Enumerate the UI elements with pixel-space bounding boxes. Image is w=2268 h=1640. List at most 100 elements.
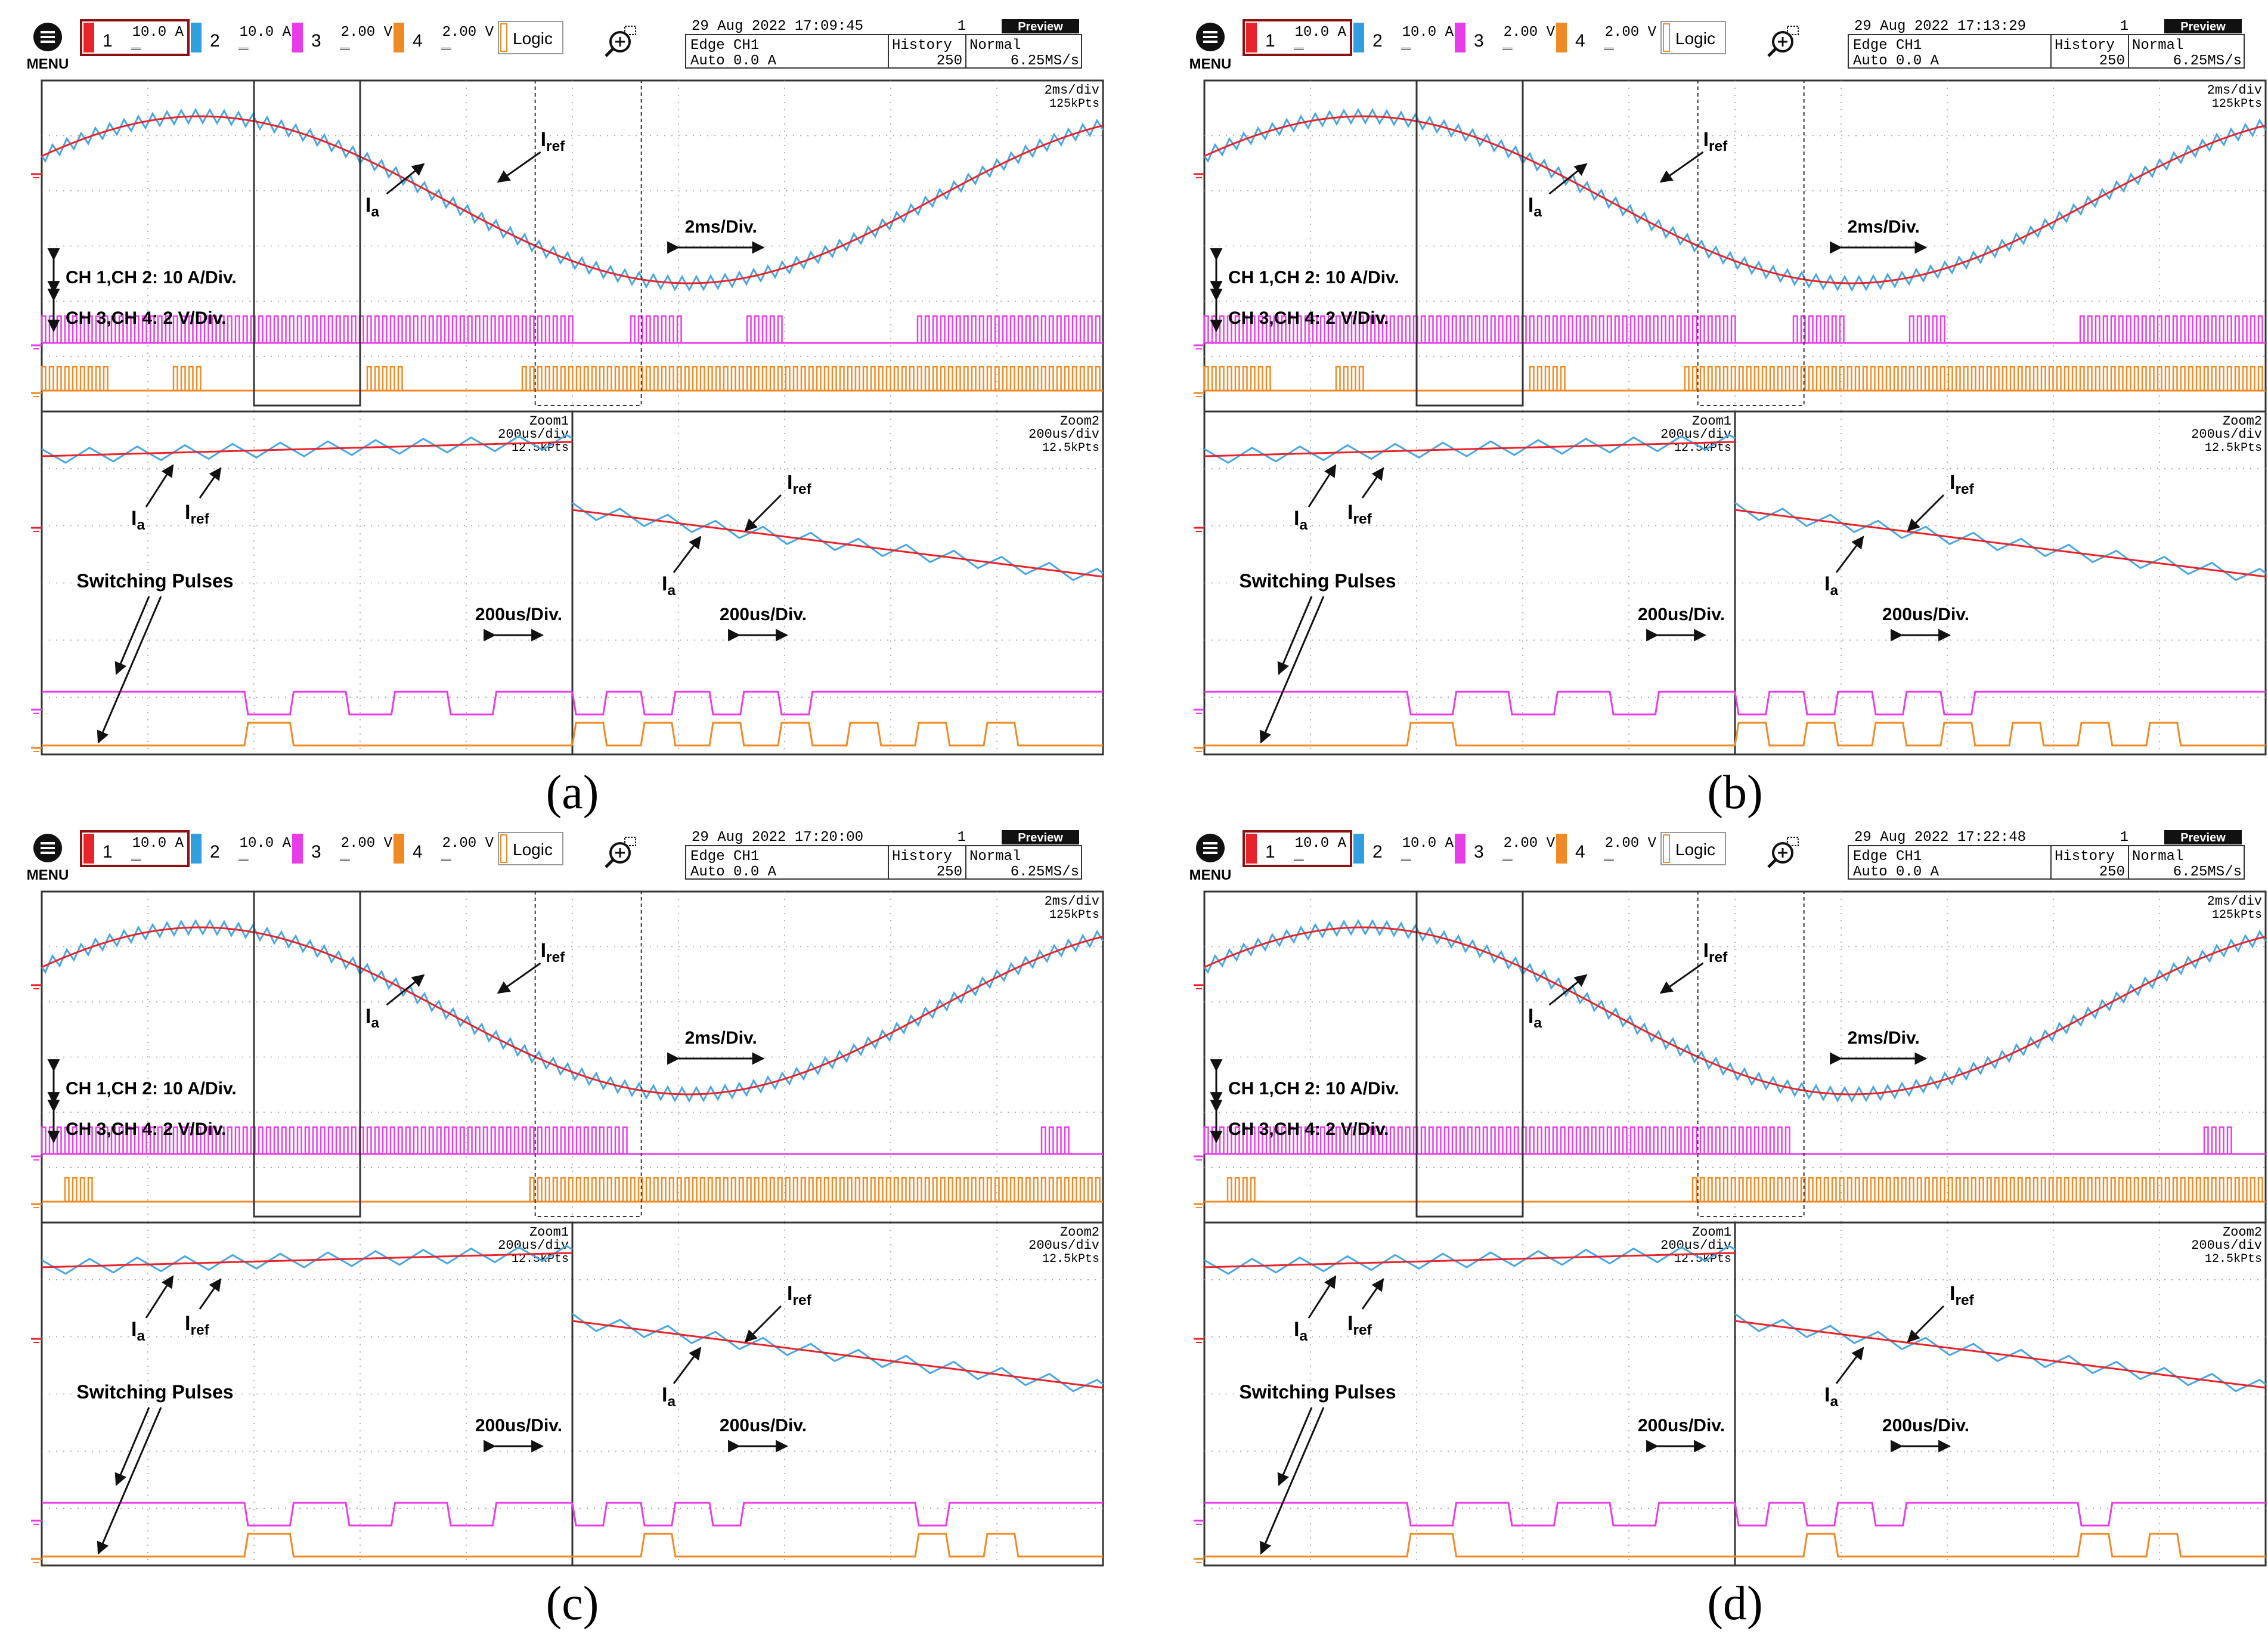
main-points: 125kPts [1049,97,1099,111]
label-ch12-scale: CH 1,CH 2: 10 A/Div. [66,268,237,287]
timestamp: 29 Aug 2022 17:13:29 [1854,18,2026,35]
series-iref-zoom [1204,1252,1736,1268]
zoom-icon[interactable] [1767,837,1799,868]
svg-text:══: ══ [1293,856,1304,865]
series-ch4-zoom [42,722,572,747]
zoom-label: Zoom2 [2223,414,2262,429]
zoom2-region[interactable] [534,80,642,406]
menu-button[interactable]: MENU [1189,23,1232,72]
label-ia-main: Ia [1528,1005,1542,1031]
zoom1-region[interactable] [253,890,361,1218]
label-iref-zoom1: Iref [185,1312,210,1338]
label-ia-zoom1: Ia [1294,507,1307,533]
logic-button[interactable]: Logic [1660,21,1726,54]
logic-label: Logic [513,840,553,859]
preview-badge: Preview [2164,830,2242,844]
zoom-label: Zoom2 [2223,1225,2262,1240]
channel-scale: 10.0 A [132,836,184,852]
label-ch34-scale: CH 3,CH 4: 2 V/Div. [66,308,227,328]
zoom2-region[interactable] [534,891,642,1217]
channel-scale: 2.00 V [1504,24,1556,41]
channel-number: 4 [413,842,423,862]
channel-scale: 10.0 A [132,24,184,41]
zoom-label: Zoom1 [1692,1225,1731,1240]
zoom1-region[interactable] [1415,890,1524,1218]
menu-button[interactable]: MENU [1189,834,1232,883]
series-ch3-main [41,1126,1070,1154]
menu-label: MENU [27,56,69,72]
main-waveforms [1194,107,2267,397]
zoom1-region[interactable] [253,79,361,407]
scope-screen[interactable]: 2ms/div125kPtsZoom1200us/div12.5kPtsZoom… [1194,79,2267,756]
channel-number: 4 [1575,842,1585,862]
scope-screen[interactable]: 2ms/div125kPtsZoom1200us/div12.5kPtsZoom… [31,890,1104,1567]
zoom-timebase: 200us/div [1028,1238,1099,1253]
zoom-timebase: 200us/div [2191,427,2262,442]
zoom2-region[interactable] [1697,891,1805,1217]
zoom-label: Zoom2 [1060,1225,1099,1240]
label-ch34-scale: CH 3,CH 4: 2 V/Div. [1228,1119,1389,1139]
trigger-level: Auto 0.0 A [690,864,777,880]
menu-button[interactable]: MENU [27,23,69,72]
logic-button[interactable]: Logic [498,832,563,865]
zoom-points: 12.5kPts [1042,1252,1099,1266]
zoom-icon[interactable] [605,837,636,868]
label-iref-zoom1: Iref [1347,501,1372,527]
menu-button[interactable]: MENU [27,834,69,883]
zoom2-region[interactable] [1697,80,1805,406]
logic-button[interactable]: Logic [1660,832,1726,865]
zoom-icon[interactable] [1767,26,1799,57]
zoom-icon[interactable] [605,26,636,57]
zoom1-region[interactable] [1415,79,1524,407]
svg-text:══: ══ [441,45,451,54]
label-ch34-scale: CH 3,CH 4: 2 V/Div. [1228,308,1389,328]
series-ch4-zoom [1204,1533,1735,1558]
timestamp: 29 Aug 2022 17:20:00 [692,830,863,846]
svg-text:══: ══ [131,856,141,865]
scope-screen[interactable]: 2ms/div125kPtsZoom1200us/div12.5kPtsZoom… [1194,890,2267,1567]
label-ia-zoom1: Ia [1294,1318,1307,1344]
main-timebase: 2ms/div [2207,894,2262,909]
series-ch3-zoom [1734,691,2266,716]
logic-button[interactable]: Logic [498,21,563,54]
series-ia-main [1203,107,2267,292]
series-ch3-zoom [1204,691,1735,716]
series-ia-main [41,918,1104,1103]
channel-scale: 2.00 V [341,24,393,41]
scope-screen[interactable]: 2ms/div125kPtsZoom1200us/div12.5kPtsZoom… [31,79,1104,756]
channel-scale: 2.00 V [1605,24,1657,41]
